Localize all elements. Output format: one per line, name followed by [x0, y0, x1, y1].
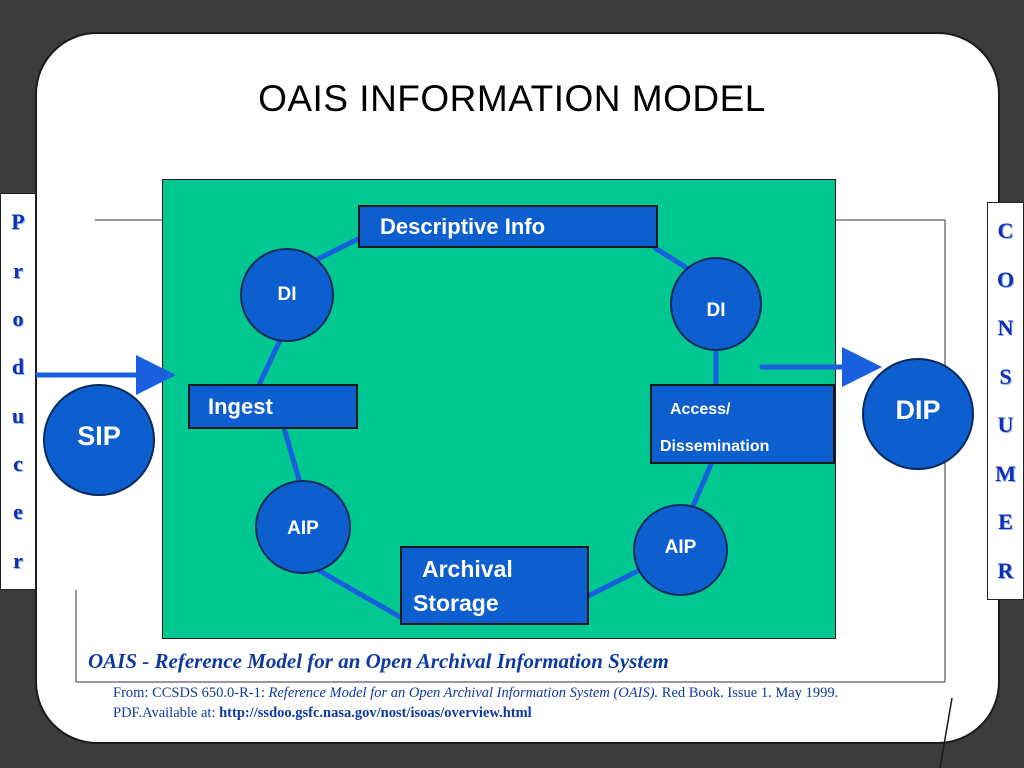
dissemination-label: Dissemination: [660, 438, 770, 455]
consumer-letter: R: [997, 557, 1014, 583]
access-label: Access/: [670, 401, 731, 418]
producer-letter: u: [11, 402, 25, 428]
sip-circle: SIP: [43, 384, 155, 496]
dip-circle: DIP: [862, 358, 974, 470]
descriptive-info-box: Descriptive Info: [358, 205, 658, 248]
aip-right-label: AIP: [664, 537, 697, 558]
connector-ingest-to-aip-left: [281, 425, 303, 486]
consumer-letter: C: [997, 218, 1014, 244]
citation-suffix: Red Book. Issue 1. May 1999.: [658, 685, 839, 701]
consumer-letter: S: [999, 363, 1012, 389]
connector-aip-right-to-archival: [585, 567, 643, 599]
di-right-circle: DI: [670, 257, 762, 351]
corner-accent-line: [939, 697, 953, 768]
producer-letter: P: [11, 209, 25, 235]
connector-di-left-to-ingest: [256, 335, 284, 388]
di-left-label: DI: [277, 284, 297, 305]
consumer-letter: O: [996, 266, 1015, 292]
producer-letter: c: [13, 451, 23, 477]
diagram-caption: OAIS - Reference Model for an Open Archi…: [88, 649, 669, 673]
producer-letter: r: [13, 547, 23, 573]
storage-label: Storage: [413, 590, 499, 616]
citation-available: PDF.Available at:: [113, 705, 220, 721]
citation-url[interactable]: http://ssdoo.gsfc.nasa.gov/nost/isoas/ov…: [219, 705, 532, 721]
producer-letter: e: [13, 499, 23, 525]
producer-letter: d: [11, 354, 25, 380]
aip-right-circle: AIP: [633, 504, 728, 596]
consumer-letter: E: [998, 509, 1013, 535]
aip-left-label: AIP: [287, 518, 319, 539]
ingest-box: Ingest: [188, 384, 358, 429]
producer-letter: o: [12, 305, 24, 331]
citation: From: CCSDS 650.0-R-1: Reference Model f…: [113, 683, 838, 723]
descriptive-info-label: Descriptive Info: [380, 214, 546, 239]
di-left-circle: DI: [240, 248, 334, 342]
ingest-label: Ingest: [208, 394, 273, 419]
archival-label: Archival: [422, 556, 513, 582]
connector-descriptive-to-di-right: [652, 245, 693, 273]
citation-title: Reference Model for an Open Archival Inf…: [268, 685, 659, 701]
di-right-label: DI: [706, 300, 726, 321]
sip-label: SIP: [77, 420, 121, 451]
citation-line-2: PDF.Available at: http://ssdoo.gsfc.nasa…: [113, 703, 838, 723]
citation-from: From: CCSDS 650.0-R-1:: [113, 685, 269, 701]
slide-title: OAIS INFORMATION MODEL: [258, 78, 766, 119]
consumer-letter: N: [997, 315, 1014, 341]
connector-aip-left-to-archival: [315, 567, 405, 621]
aip-left-circle: AIP: [255, 480, 351, 574]
producer-letter: r: [13, 257, 23, 283]
citation-line-1: From: CCSDS 650.0-R-1: Reference Model f…: [113, 683, 838, 703]
access-dissemination-box: Access/ Dissemination: [650, 384, 835, 464]
connector-access-to-aip-right: [690, 459, 715, 509]
archival-storage-box: Archival Storage: [400, 546, 589, 625]
consumer-letter: M: [995, 460, 1016, 486]
consumer-letter: U: [997, 412, 1014, 438]
dip-label: DIP: [895, 394, 941, 425]
